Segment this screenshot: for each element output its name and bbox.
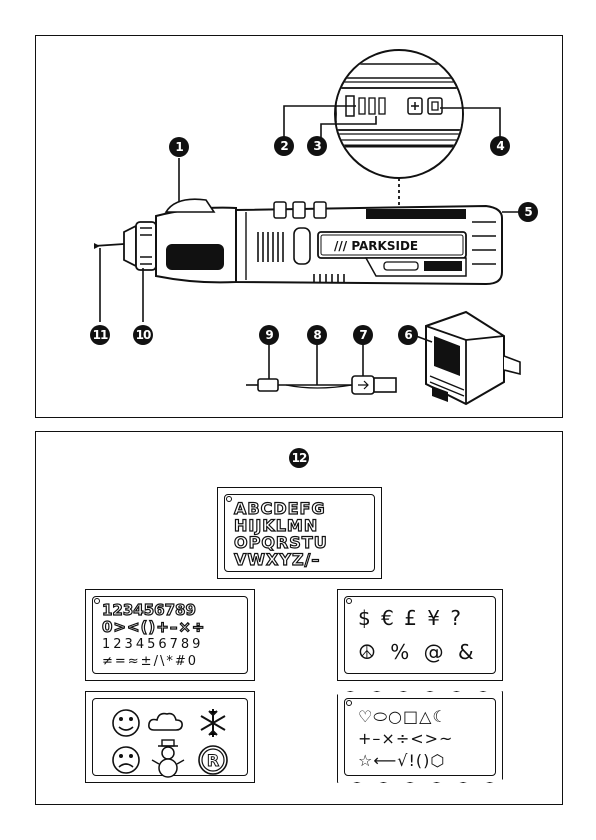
stencil-row: OPQRSTU bbox=[234, 534, 371, 551]
snowflake-icon bbox=[201, 709, 225, 737]
hanging-hole bbox=[226, 496, 232, 502]
hanging-hole bbox=[94, 598, 100, 604]
callout-2: 2 bbox=[274, 136, 294, 156]
callout-8: 8 bbox=[307, 325, 327, 345]
callout-9: 9 bbox=[259, 325, 279, 345]
stencil-row: ABCDEFG bbox=[234, 500, 371, 517]
svg-text:R: R bbox=[207, 751, 219, 770]
magnifier-detail bbox=[326, 50, 476, 206]
callout-1: 1 bbox=[169, 137, 189, 157]
callout-3: 3 bbox=[307, 136, 327, 156]
engraver-body: /// PARKSIDE bbox=[94, 199, 502, 284]
product-overview-panel: /// PARKSIDE bbox=[35, 35, 563, 418]
callout-10: 10 bbox=[133, 325, 153, 345]
smiley-face-icon bbox=[113, 710, 139, 736]
stencil-row: 123456789 bbox=[102, 636, 244, 653]
registered-mark-icon: R bbox=[199, 746, 227, 774]
stencil-row: 0><()+–×÷ bbox=[102, 619, 244, 636]
stencil-shapes: ♡⬭○□△☾ +–×÷<>~ ☆⟵√!()⬡ bbox=[337, 691, 503, 783]
callout-5: 5 bbox=[518, 202, 538, 222]
stencil-templates-panel: 12 ABCDEFG HIJKLMN OPQRSTU VWXYZ/– 12345… bbox=[35, 431, 563, 805]
usb-power-adapter bbox=[416, 312, 520, 404]
snowman-icon bbox=[152, 740, 184, 777]
callout-12: 12 bbox=[289, 448, 309, 468]
stencil-row: ≠=≈±/\*#0 bbox=[102, 653, 244, 670]
engraver-illustration: /// PARKSIDE bbox=[36, 36, 564, 419]
brand-label: /// PARKSIDE bbox=[334, 239, 418, 253]
hanging-hole bbox=[346, 700, 352, 706]
stencil-currency: $ € £ ¥ ? ☮ % @ & bbox=[337, 589, 503, 681]
stencil-letters: ABCDEFG HIJKLMN OPQRSTU VWXYZ/– bbox=[217, 487, 382, 579]
hanging-hole bbox=[346, 598, 352, 604]
stencil-row: $ € £ ¥ ? bbox=[358, 606, 492, 630]
stencil-emoji: R bbox=[85, 691, 255, 783]
stencil-row: ♡⬭○□△☾ bbox=[358, 706, 492, 728]
stencil-numbers: 123456789 0><()+–×÷ 123456789 ≠=≈±/\*#0 bbox=[85, 589, 255, 681]
stencil-row: 123456789 bbox=[102, 602, 244, 619]
sad-face-icon bbox=[113, 747, 139, 773]
stencil-row: HIJKLMN bbox=[234, 517, 371, 534]
usb-cable bbox=[246, 344, 396, 394]
stencil-row: VWXYZ/– bbox=[234, 551, 371, 568]
callout-6: 6 bbox=[398, 325, 418, 345]
callout-4: 4 bbox=[490, 136, 510, 156]
stencil-row: ☮ % @ & bbox=[358, 640, 492, 664]
cloud-icon bbox=[149, 714, 182, 730]
callout-7: 7 bbox=[353, 325, 373, 345]
stencil-row: ☆⟵√!()⬡ bbox=[358, 750, 492, 772]
stencil-row: +–×÷<>~ bbox=[358, 728, 492, 750]
callout-11: 11 bbox=[90, 325, 110, 345]
